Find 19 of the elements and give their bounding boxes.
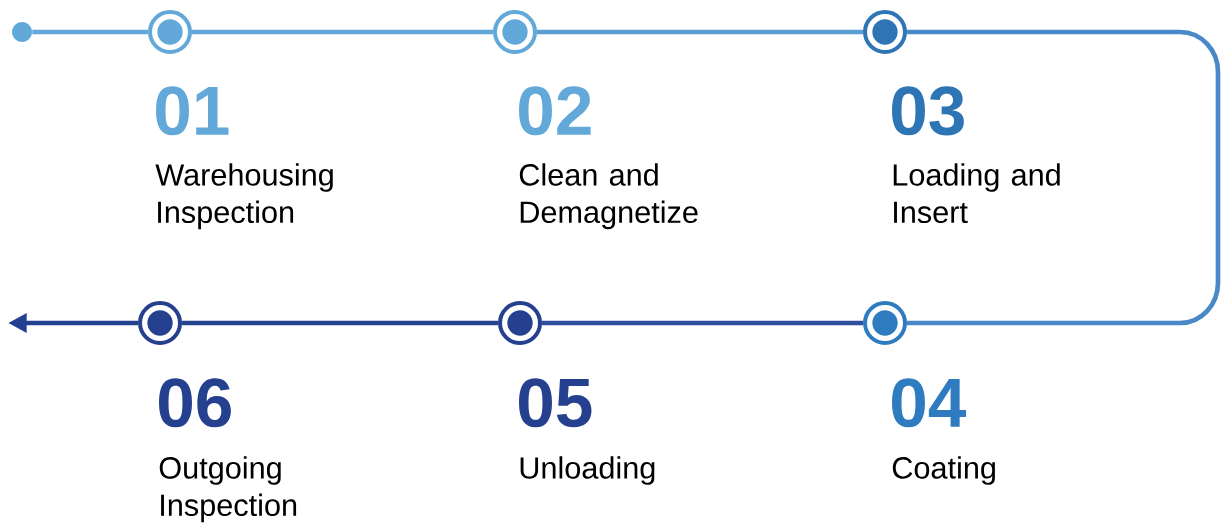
step-number: 03 <box>892 86 964 136</box>
connector-line <box>192 29 493 35</box>
step-number: 02 <box>519 86 591 136</box>
step-label: Loading and Insert <box>893 163 1060 224</box>
start-dot <box>12 22 32 42</box>
step-label: Unloading <box>520 456 655 485</box>
connector-line <box>182 320 498 326</box>
connector-line <box>907 29 1221 326</box>
step-number: 01 <box>156 86 229 136</box>
step-number: 06 <box>159 378 231 428</box>
step-label: Clean and Demagnetize <box>519 163 698 230</box>
step-label: Outgoing Inspection <box>159 456 297 523</box>
connector-line <box>542 320 863 326</box>
step-number: 04 <box>892 378 966 428</box>
connector-line <box>32 29 148 35</box>
connector-line <box>537 29 863 35</box>
step-number: 05 <box>519 378 592 428</box>
step-label: Coating <box>892 456 995 485</box>
step-label: Warehousing Inspection <box>155 163 333 230</box>
